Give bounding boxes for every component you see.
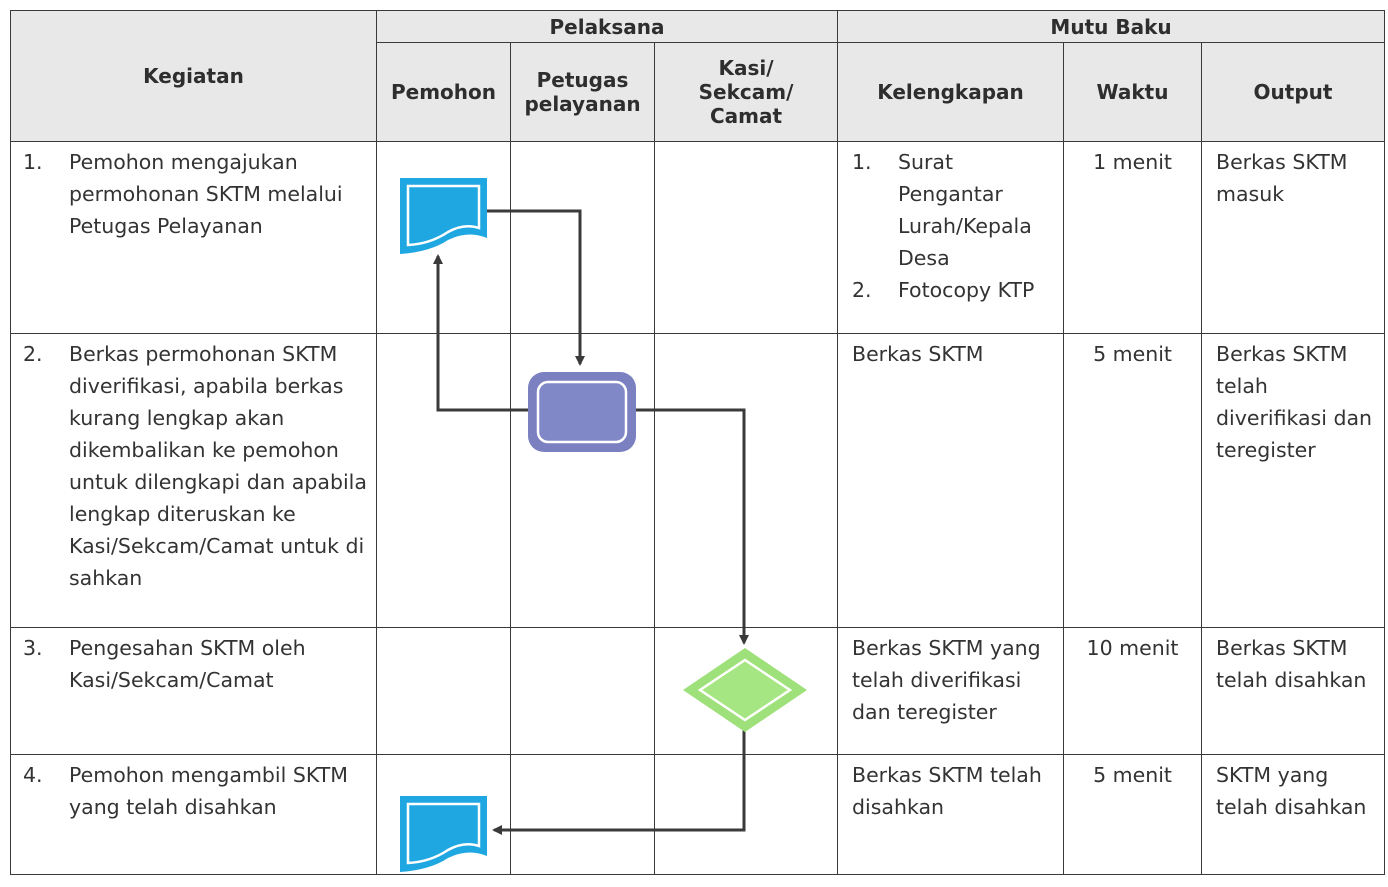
- kelengkapan-cell: 1. Surat Pengantar Lurah/Kepala Desa 2. Fo…: [837, 141, 1064, 334]
- petugas-lane-cell: [510, 754, 655, 875]
- pemohon-lane-cell: [376, 141, 511, 334]
- waktu-value: 10 menit: [1086, 636, 1179, 660]
- header-kasi-line3: Camat: [709, 104, 783, 128]
- output-value: SKTM yang telah disahkan: [1216, 763, 1367, 819]
- pemohon-lane-cell: [376, 333, 511, 628]
- header-pelaksana: Pelaksana: [376, 10, 838, 43]
- petugas-lane-cell: [510, 333, 655, 628]
- step-description: Berkas permohonan SKTM diverifikasi, apa…: [69, 342, 367, 590]
- waktu-value: 5 menit: [1093, 342, 1172, 366]
- header-kelengkapan: Kelengkapan: [837, 42, 1064, 142]
- kasi-lane-cell: [654, 141, 838, 334]
- kegiatan-cell: 2. Berkas permohonan SKTM diverifikasi, …: [10, 333, 377, 628]
- waktu-cell: 10 menit: [1063, 627, 1202, 755]
- list-item: 1. Surat Pengantar Lurah/Kepala Desa: [852, 146, 1053, 274]
- header-mutu-baku: Mutu Baku: [836, 10, 1386, 43]
- kegiatan-cell: 3. Pengesahan SKTM oleh Kasi/Sekcam/Cama…: [10, 627, 377, 755]
- petugas-lane-cell: [510, 141, 655, 334]
- output-value: Berkas SKTM telah diverifikasi dan tereg…: [1216, 342, 1373, 462]
- header-kasi-line2: Sekcam/: [698, 80, 794, 104]
- pemohon-lane-cell: [376, 627, 511, 755]
- list-number: 1.: [852, 150, 872, 174]
- step-number: 2.: [23, 342, 43, 366]
- step-number: 3.: [23, 636, 43, 660]
- waktu-cell: 1 menit: [1063, 141, 1202, 334]
- kegiatan-cell: 1. Pemohon mengajukan permohonan SKTM me…: [10, 141, 377, 334]
- waktu-value: 1 menit: [1093, 150, 1172, 174]
- list-text: Fotocopy KTP: [898, 278, 1035, 302]
- table-row: 4. Pemohon mengambil SKTM yang telah dis…: [10, 754, 1386, 875]
- output-cell: Berkas SKTM telah disahkan: [1200, 627, 1386, 755]
- header-kasi-line1: Kasi/: [718, 56, 774, 80]
- kelengkapan-value: Berkas SKTM yang telah diverifikasi dan …: [852, 636, 1041, 724]
- output-cell: Berkas SKTM masuk: [1200, 141, 1386, 334]
- kasi-lane-cell: [654, 627, 838, 755]
- waktu-cell: 5 menit: [1063, 333, 1202, 628]
- list-text: Surat Pengantar Lurah/Kepala Desa: [898, 150, 1032, 270]
- kelengkapan-value: Berkas SKTM: [852, 342, 984, 366]
- petugas-lane-cell: [510, 627, 655, 755]
- header-output: Output: [1200, 42, 1386, 142]
- waktu-value: 5 menit: [1093, 763, 1172, 787]
- output-value: Berkas SKTM telah disahkan: [1216, 636, 1367, 692]
- header-kegiatan: Kegiatan: [10, 10, 377, 142]
- table-row: 2. Berkas permohonan SKTM diverifikasi, …: [10, 333, 1386, 628]
- sop-table: Kegiatan Pelaksana Mutu Baku Pemohon Pet…: [10, 10, 1386, 875]
- step-number: 1.: [23, 150, 43, 174]
- kegiatan-cell: 4. Pemohon mengambil SKTM yang telah dis…: [10, 754, 377, 875]
- output-cell: SKTM yang telah disahkan: [1200, 754, 1386, 875]
- waktu-cell: 5 menit: [1063, 754, 1202, 875]
- kelengkapan-cell: Berkas SKTM telah disahkan: [837, 754, 1064, 875]
- table-row: 3. Pengesahan SKTM oleh Kasi/Sekcam/Cama…: [10, 627, 1386, 755]
- header-pemohon: Pemohon: [376, 42, 511, 142]
- header-waktu: Waktu: [1063, 42, 1202, 142]
- header-kasi-sekcam-camat: Kasi/ Sekcam/ Camat: [654, 42, 838, 142]
- kasi-lane-cell: [654, 754, 838, 875]
- output-cell: Berkas SKTM telah diverifikasi dan tereg…: [1200, 333, 1386, 628]
- header-petugas-line1: Petugas: [536, 68, 629, 92]
- output-value: Berkas SKTM masuk: [1216, 150, 1348, 206]
- kasi-lane-cell: [654, 333, 838, 628]
- list-item: 2. Fotocopy KTP: [852, 274, 1053, 306]
- step-description: Pemohon mengajukan permohonan SKTM melal…: [69, 150, 343, 238]
- list-number: 2.: [852, 278, 872, 302]
- pemohon-lane-cell: [376, 754, 511, 875]
- step-description: Pengesahan SKTM oleh Kasi/Sekcam/Camat: [69, 636, 306, 692]
- step-description: Pemohon mengambil SKTM yang telah disahk…: [69, 763, 348, 819]
- step-number: 4.: [23, 763, 43, 787]
- header-petugas-pelayanan: Petugas pelayanan: [510, 42, 655, 142]
- header-petugas-line2: pelayanan: [524, 92, 641, 116]
- kelengkapan-cell: Berkas SKTM: [837, 333, 1064, 628]
- table-row: 1. Pemohon mengajukan permohonan SKTM me…: [10, 141, 1386, 334]
- kelengkapan-value: Berkas SKTM telah disahkan: [852, 763, 1042, 819]
- kelengkapan-cell: Berkas SKTM yang telah diverifikasi dan …: [837, 627, 1064, 755]
